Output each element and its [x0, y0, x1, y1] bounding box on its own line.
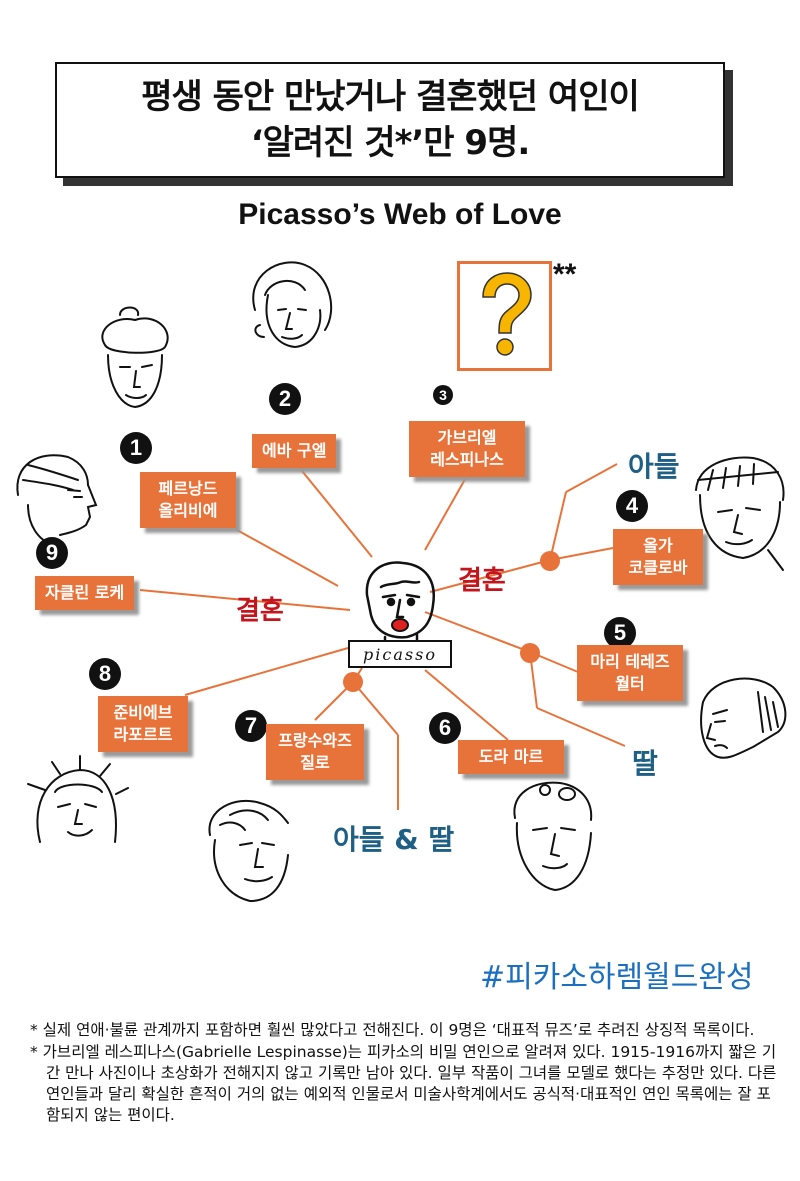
- lover-name-line1: 마리 테레즈: [590, 652, 670, 671]
- title-box: 평생 동안 만났거나 결혼했던 여인이 ‘알려진 것*’만 9명.: [55, 62, 725, 178]
- lover-label-9: 자클린 로케: [35, 576, 135, 610]
- footnote-1: * 실제 연애·불륜 관계까지 포함하면 훨씬 많았다고 전해진다. 이 9명은…: [30, 1021, 755, 1039]
- lover-name-line1: 프랑수와즈: [278, 731, 352, 750]
- picasso-sign-text: picasso: [363, 644, 437, 664]
- lover-name-line1: 페르낭드: [158, 479, 218, 498]
- face-sketch-icon: [101, 306, 169, 409]
- face-sketch-icon: [695, 456, 785, 571]
- lover-number-3: 3: [433, 385, 453, 405]
- portrait-dora: [505, 778, 605, 902]
- portrait-eva: [240, 255, 340, 369]
- picasso-sign: picasso: [348, 640, 452, 668]
- lover-name-line1: 에바 구엘: [262, 441, 327, 460]
- portrait-fernande: [90, 305, 180, 429]
- daughter-label: 딸: [632, 747, 658, 780]
- question-mark-icon: [481, 272, 532, 356]
- picasso-portrait: [345, 555, 455, 679]
- face-sketch-icon: [700, 677, 787, 759]
- lover-name-line1: 올가: [643, 536, 673, 555]
- picasso-face-icon: [365, 561, 435, 649]
- lover-label-4: 올가 코클로바: [613, 529, 703, 585]
- lover-label-2: 에바 구엘: [252, 434, 337, 468]
- lover-name-line2: 라포르트: [113, 725, 173, 744]
- lover-name-line1: 가브리엘: [437, 428, 497, 447]
- footnote-2: * 가브리엘 레스피나스(Gabrielle Lespinasse)는 피카소의…: [30, 1043, 777, 1124]
- lover-label-6: 도라 마르: [458, 740, 564, 774]
- title-line-1: 평생 동안 만났거나 결혼했던 여인이: [141, 77, 640, 117]
- lover-number-6: 6: [429, 712, 461, 744]
- lover-name-line1: 준비에브: [113, 703, 173, 722]
- footnotes: * 실제 연애·불륜 관계까지 포함하면 훨씬 많았다고 전해진다. 이 9명은…: [30, 1020, 780, 1127]
- lover-number-8: 8: [89, 658, 121, 690]
- son-label: 아들: [628, 450, 680, 483]
- lover-number-1: 1: [120, 432, 152, 464]
- lover-name-line2: 질로: [300, 753, 330, 772]
- face-sketch-icon: [27, 755, 129, 843]
- portrait-genevieve: [20, 752, 130, 866]
- unknown-footnote-mark: **: [553, 258, 577, 291]
- marriage-label-right: 결혼: [458, 566, 506, 596]
- lover-label-7: 프랑수와즈 질로: [266, 724, 364, 780]
- lover-number-5: 5: [604, 617, 636, 649]
- diagram-subtitle: Picasso’s Web of Love: [238, 198, 562, 231]
- face-sketch-icon: [208, 799, 289, 903]
- lover-label-8: 준비에브 라포르트: [98, 696, 188, 752]
- lover-name-line1: 자클린 로케: [45, 583, 125, 602]
- face-sketch-icon: [513, 781, 593, 892]
- unknown-portrait-box: [457, 261, 552, 371]
- lover-label-3: 가브리엘 레스피나스: [409, 421, 525, 477]
- portrait-olga: [688, 450, 793, 579]
- lover-name-line2: 레스피나스: [430, 450, 504, 469]
- lover-number-7: 7: [235, 710, 267, 742]
- lover-label-5: 마리 테레즈 월터: [577, 645, 683, 701]
- lover-number-4: 4: [616, 490, 648, 522]
- portrait-francoise: [200, 795, 310, 909]
- lover-name-line2: 올리비에: [158, 501, 218, 520]
- lover-number-9: 9: [36, 537, 68, 569]
- son-and-daughter-label: 아들 & 딸: [333, 823, 455, 856]
- portrait-marie-therese: [693, 672, 793, 776]
- marriage-label-left: 결혼: [236, 596, 284, 626]
- lover-name-line2: 코클로바: [628, 558, 688, 577]
- lover-number-2: 2: [269, 383, 301, 415]
- lover-label-1: 페르낭드 올리비에: [140, 472, 236, 528]
- lover-name-line2: 월터: [615, 674, 645, 693]
- title-line-2: ‘알려진 것*’만 9명.: [250, 123, 531, 163]
- lover-name-line1: 도라 마르: [478, 747, 544, 766]
- face-sketch-icon: [252, 261, 333, 349]
- hashtag: #피카소하렘월드완성: [480, 960, 754, 995]
